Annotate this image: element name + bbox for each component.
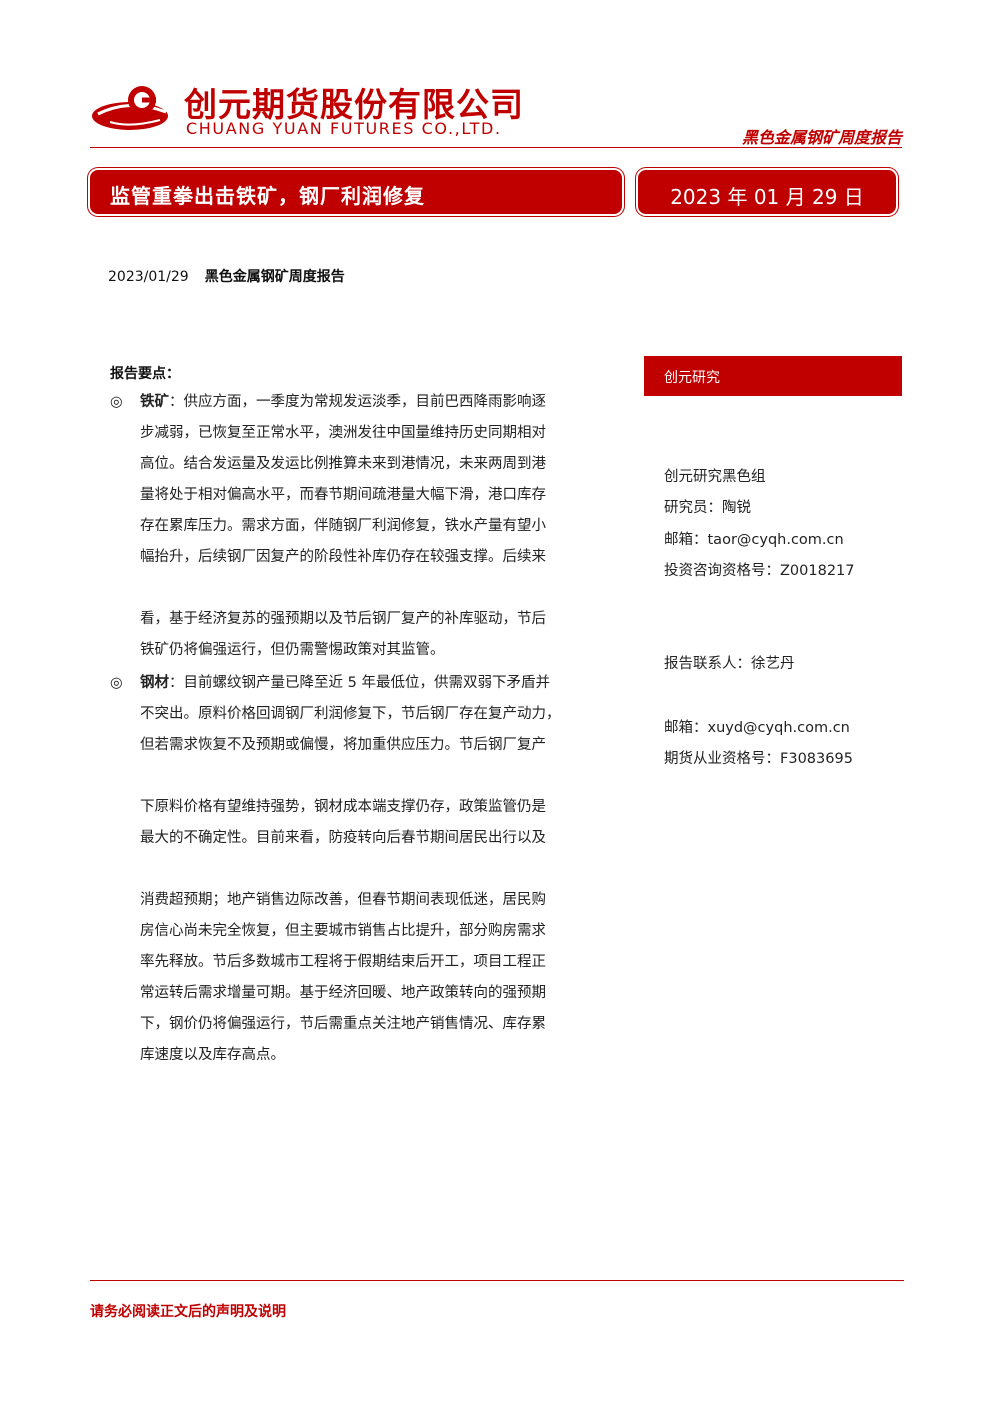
company-logo-icon bbox=[92, 86, 168, 130]
company-name-cn: 创元期货股份有限公司 bbox=[184, 85, 524, 124]
disclaimer-note: 请务必阅读正文后的声明及说明 bbox=[90, 1304, 286, 1320]
subline-date: 2023/01/29 bbox=[108, 269, 189, 285]
sidebar-heading: 创元研究 bbox=[664, 370, 720, 386]
bullet-icon: ◎ bbox=[110, 675, 123, 691]
contact-license: 期货从业资格号：F3083695 bbox=[664, 751, 853, 767]
company-name-en: CHUANG YUAN FUTURES CO.,LTD. bbox=[186, 119, 502, 138]
steel-lead: 钢材 bbox=[140, 675, 169, 691]
title-banner: 监管重拳出击铁矿，钢厂利润修复 bbox=[90, 170, 622, 214]
research-group: 创元研究黑色组 bbox=[664, 469, 766, 485]
footer-divider bbox=[90, 1280, 904, 1281]
key-points-heading: 报告要点： bbox=[110, 366, 180, 382]
sidebar-heading-bar: 创元研究 bbox=[644, 356, 902, 396]
subline-title: 黑色金属钢矿周度报告 bbox=[204, 269, 345, 285]
researcher-email: 邮箱：taor@cyqh.com.cn bbox=[664, 532, 844, 548]
researcher-license: 投资咨询资格号：Z0018217 bbox=[664, 563, 855, 579]
researcher-name: 研究员：陶锐 bbox=[664, 500, 751, 516]
iron-ore-paragraph: ◎铁矿：供应方面，一季度为常规发运淡季，目前巴西降雨影响逐 步减弱，已恢复至正常… bbox=[110, 387, 630, 666]
report-title: 监管重拳出击铁矿，钢厂利润修复 bbox=[110, 184, 425, 208]
iron-ore-lead: 铁矿 bbox=[140, 394, 169, 410]
contact-email: 邮箱：xuyd@cyqh.com.cn bbox=[664, 720, 850, 736]
report-type-label: 黑色金属钢矿周度报告 bbox=[741, 128, 902, 147]
steel-paragraph: ◎钢材：目前螺纹钢产量已降至近 5 年最低位，供需双弱下矛盾并 不突出。原料价格… bbox=[110, 668, 630, 1071]
bullet-icon: ◎ bbox=[110, 394, 123, 410]
report-subline: 2023/01/29 黑色金属钢矿周度报告 bbox=[108, 266, 345, 286]
header-divider bbox=[90, 147, 902, 148]
date-banner: 2023 年 01 月 29 日 bbox=[638, 170, 896, 214]
contact-name: 报告联系人：徐艺丹 bbox=[664, 656, 795, 672]
report-date: 2023 年 01 月 29 日 bbox=[670, 185, 864, 209]
